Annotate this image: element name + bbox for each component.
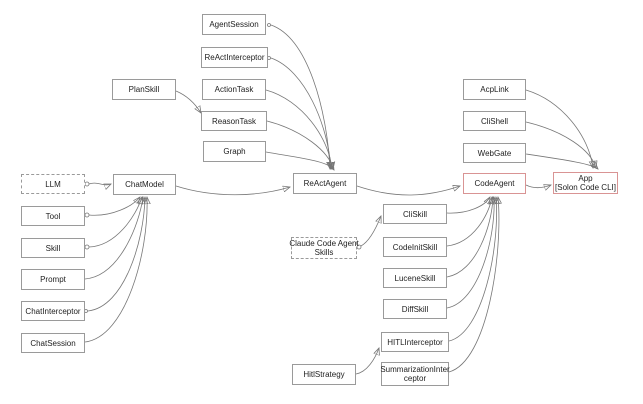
edge-reactinterceptor-reactagent [270, 57, 331, 169]
node-label: WebGate [477, 148, 512, 158]
node-diffskill: DiffSkill [383, 299, 447, 319]
edge-codeagent-app [525, 185, 551, 188]
edge-chatmodel-reactagent [175, 185, 290, 196]
edge-llm-chatmodel [88, 182, 111, 185]
node-label-line2: ceptor [403, 374, 427, 383]
node-codeinitskill: CodeInitSkill [383, 237, 447, 257]
node-hitlstrategy: HitlStrategy [292, 364, 356, 385]
node-label-line2: Skills [314, 248, 334, 257]
edge-summarizationinterceptor-codeagent [448, 197, 499, 373]
node-label: ChatSession [30, 338, 76, 348]
node-summarizationinterceptor: SummarizationInter ceptor [380, 362, 450, 386]
node-label-line1: Claude Code Agent [289, 239, 359, 248]
node-label: DiffSkill [401, 304, 429, 314]
edge-source-dot [84, 244, 90, 250]
node-graph: Graph [203, 141, 266, 162]
edge-luceneskill-codeagent [446, 197, 493, 278]
edge-hitlstrategy-hitlinterceptor [355, 348, 379, 375]
node-label: Graph [223, 147, 246, 156]
edge-agentsession-reactagent [270, 24, 330, 169]
edge-hitlinterceptor-codeagent [448, 197, 497, 342]
edge-codeinitskill-codeagent [446, 197, 492, 247]
node-luceneskill: LuceneSkill [383, 268, 447, 288]
node-reactagent: ReActAgent [293, 173, 357, 194]
node-label: AcpLink [480, 85, 509, 94]
edge-skill-chatmodel [88, 197, 142, 248]
node-label-line1: App [578, 174, 593, 183]
node-hitlinterceptor: HITLInterceptor [381, 332, 449, 352]
edge-chatsession-chatmodel [84, 197, 147, 343]
node-acplink: AcpLink [463, 79, 526, 100]
node-label: Tool [45, 211, 61, 221]
node-tool: Tool [21, 206, 85, 226]
node-label: ReasonTask [211, 116, 257, 126]
node-app-solon-code-cli: App [Solon Code CLI] [553, 172, 618, 194]
node-label-line2: [Solon Code CLI] [555, 183, 616, 192]
edge-source-dot [84, 212, 90, 218]
node-cliskill: CliSkill [383, 204, 447, 224]
edge-planskill-reasontask [175, 90, 201, 113]
node-clishell: CliShell [463, 111, 526, 131]
node-codeagent: CodeAgent [463, 173, 526, 194]
node-label: ActionTask [214, 85, 254, 94]
node-label: HITLInterceptor [387, 337, 443, 347]
node-planskill: PlanSkill [112, 79, 176, 100]
edge-source-dot [356, 244, 362, 250]
node-label: ChatInterceptor [25, 306, 81, 316]
edge-clishell-app [525, 121, 596, 168]
edge-chatinterceptor-chatmodel [87, 197, 145, 312]
node-label: ReActAgent [303, 179, 347, 188]
edge-prompt-chatmodel [84, 197, 143, 280]
node-label: CodeInitSkill [392, 242, 438, 252]
node-skill: Skill [21, 238, 85, 258]
node-label: CodeAgent [474, 179, 515, 188]
node-chatmodel: ChatModel [113, 174, 176, 195]
node-chatinterceptor: ChatInterceptor [21, 301, 85, 321]
edge-source-dot [84, 181, 90, 187]
edge-tool-chatmodel [88, 197, 140, 216]
edge-actiontask-reactagent [265, 89, 332, 169]
node-label: LLM [45, 179, 61, 189]
node-label: LuceneSkill [394, 273, 436, 283]
node-agentsession: AgentSession [202, 14, 266, 35]
edge-diffskill-codeagent [446, 197, 494, 309]
node-actiontask: ActionTask [202, 79, 266, 100]
node-webgate: WebGate [463, 143, 526, 163]
edge-source-dot [267, 23, 271, 27]
node-label: Skill [45, 243, 61, 253]
node-label: Prompt [40, 275, 66, 284]
edge-cliskill-codeagent [446, 197, 490, 214]
node-label: AgentSession [209, 20, 259, 29]
node-llm: LLM [21, 174, 85, 194]
node-label: HitlStrategy [303, 370, 345, 379]
node-chatsession: ChatSession [21, 333, 85, 353]
edge-graph-reactagent [265, 151, 334, 170]
node-label: ChatModel [125, 180, 164, 189]
node-label: CliSkill [403, 209, 427, 219]
node-claude-code-agent-skills: Claude Code Agent Skills [289, 237, 359, 259]
node-label-line1: SummarizationInter [380, 365, 450, 374]
node-label: PlanSkill [128, 85, 160, 94]
edge-acplink-app [525, 89, 593, 168]
edge-webgate-app [525, 153, 598, 169]
node-prompt: Prompt [21, 269, 85, 290]
node-reasontask: ReasonTask [201, 111, 267, 131]
edge-reactagent-codeagent [356, 186, 460, 196]
node-reactinterceptor: ReActInterceptor [201, 47, 268, 68]
node-label: CliShell [480, 116, 509, 126]
edge-claudeskills-cliskill [360, 216, 381, 247]
node-label: ReActInterceptor [204, 53, 265, 62]
